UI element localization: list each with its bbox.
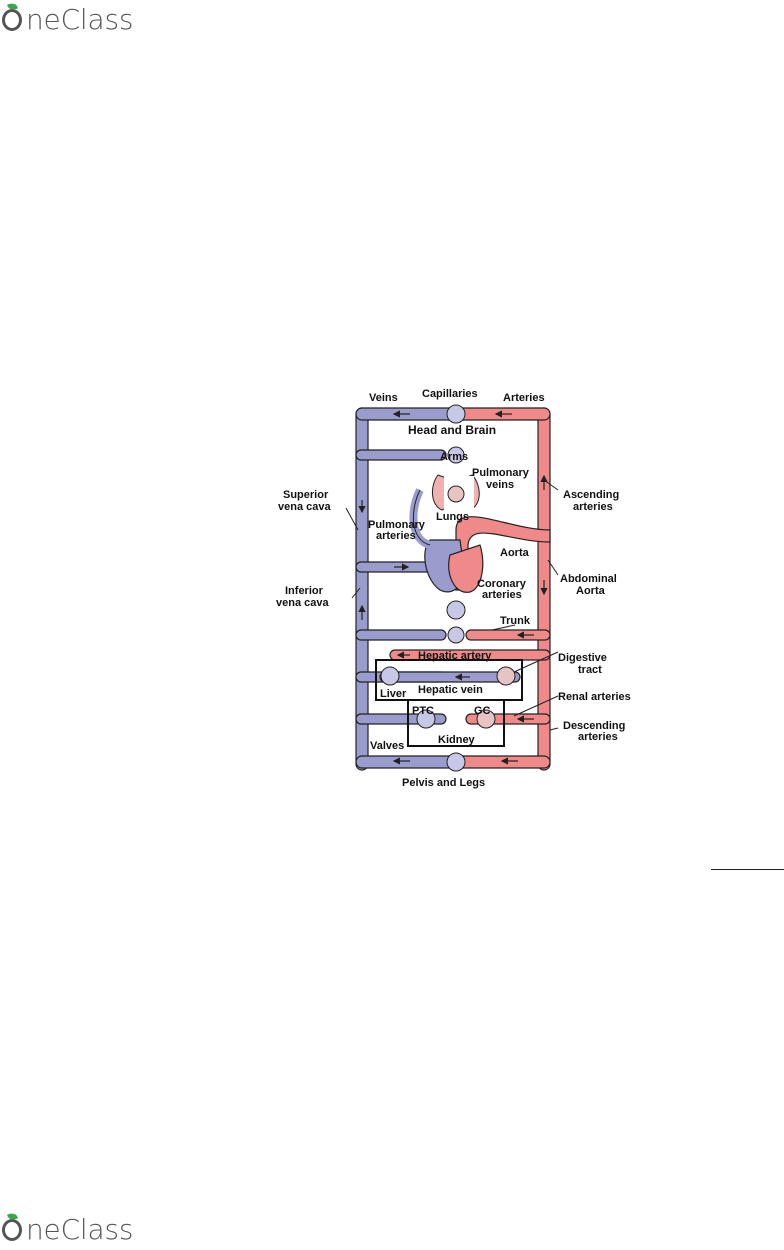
label-coronary-2: arteries: [482, 589, 522, 601]
label-veins: Veins: [369, 392, 398, 404]
label-lungs: Lungs: [436, 511, 469, 523]
label-digestive-1: Digestive: [558, 652, 607, 664]
label-hepatic-vein: Hepatic vein: [418, 684, 483, 696]
circulatory-system-diagram: Veins Capillaries Arteries Head and Brai…: [260, 380, 640, 800]
label-gc: GC: [474, 705, 491, 717]
label-liver: Liver: [380, 688, 407, 700]
label-ascending-1: Ascending: [563, 489, 619, 501]
label-aorta: Aorta: [500, 547, 530, 559]
label-ptc: PTC: [412, 705, 434, 717]
label-abdominal-2: Aorta: [576, 585, 606, 597]
label-head-brain: Head and Brain: [408, 423, 496, 437]
label-inferior-2: vena cava: [276, 597, 329, 609]
label-renal-arteries: Renal arteries: [558, 691, 631, 703]
label-kidney: Kidney: [438, 734, 476, 746]
label-superior-1: Superior: [283, 489, 329, 501]
oneclass-logo-icon: [2, 1210, 26, 1250]
horizontal-rule: [711, 869, 784, 870]
label-hepatic-artery: Hepatic artery: [418, 650, 492, 662]
heart: [413, 490, 550, 592]
label-descending-2: arteries: [578, 731, 618, 743]
label-valves: Valves: [370, 740, 404, 752]
label-trunk: Trunk: [500, 615, 531, 627]
oneclass-logo-top: neClass: [2, 0, 133, 40]
logo-text: neClass: [26, 0, 133, 40]
oneclass-logo-icon: [2, 0, 26, 40]
label-superior-2: vena cava: [278, 501, 331, 513]
label-digestive-2: tract: [578, 664, 602, 676]
label-pulmonary-veins-2: veins: [486, 479, 514, 491]
label-arteries: Arteries: [503, 392, 545, 404]
label-arms: Arms: [440, 451, 468, 463]
label-inferior-1: Inferior: [285, 585, 324, 597]
label-capillaries: Capillaries: [422, 388, 478, 400]
label-pulmonary-veins-1: Pulmonary: [472, 467, 530, 479]
label-pelvis-legs: Pelvis and Legs: [402, 777, 485, 789]
logo-text: neClass: [26, 1210, 133, 1250]
oneclass-logo-bottom: neClass: [2, 1210, 133, 1250]
label-pulm-arteries-2: arteries: [376, 530, 416, 542]
label-abdominal-1: Abdominal: [560, 573, 617, 585]
label-ascending-2: arteries: [573, 501, 613, 513]
